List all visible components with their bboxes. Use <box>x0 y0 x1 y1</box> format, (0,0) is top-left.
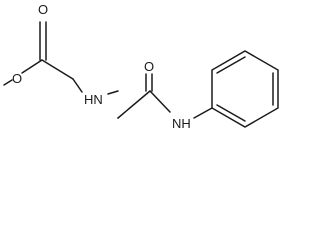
bond-o-carbonyl <box>21 59 43 74</box>
bond-carbonyl-ch2 <box>41 59 74 80</box>
atom-amide-carbonyl-o: O <box>144 59 154 74</box>
atom-amine-nh: HN <box>84 92 103 107</box>
atom-amide-nh: NH <box>172 116 191 131</box>
atom-ester-carbonyl-o: O <box>38 2 48 17</box>
phenyl-double-1 <box>216 56 246 74</box>
atom-ester-ether-o: O <box>12 71 22 86</box>
bond-amide-c-nh <box>149 90 171 113</box>
bond-nh-phenyl <box>193 107 213 119</box>
bond-methyl-o <box>3 79 13 86</box>
phenyl-double-3 <box>216 104 246 122</box>
bond-ch2-amide-c <box>117 90 151 119</box>
structure-canvas: O O HN O NH <box>3 2 279 131</box>
bond-ch2-amine <box>72 78 83 93</box>
bond-layer <box>3 21 279 128</box>
phenyl-ring <box>211 50 279 128</box>
atom-layer: O O HN O NH <box>12 2 191 131</box>
bond-amine-ch2 <box>107 90 119 95</box>
chemical-structure: O O HN O NH <box>3 2 279 131</box>
